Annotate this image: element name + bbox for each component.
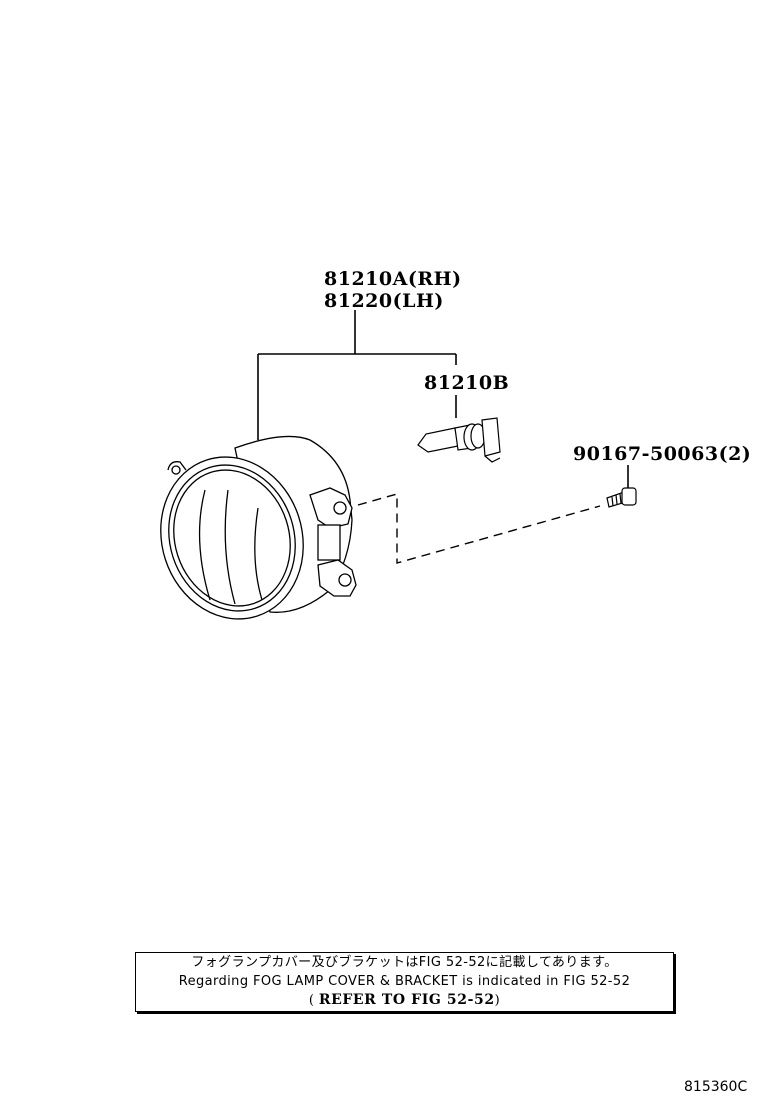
bulb-icon — [417, 417, 501, 463]
leader-lines — [257, 310, 629, 490]
ref-open-paren: ( — [308, 993, 315, 1008]
fog-lamp-icon — [160, 435, 357, 620]
installation-dashed-line — [357, 493, 601, 564]
note-reference-line[interactable]: ( REFER TO FIG 52-52) — [136, 991, 673, 1010]
ref-close-paren: ) — [494, 993, 501, 1008]
part-label-81210b-bulb[interactable]: 81210B — [424, 372, 510, 394]
reference-note-box: フォグランプカバー及びブラケットはFIG 52-52に記載してあります。 Reg… — [135, 952, 674, 1012]
refer-to-fig-link[interactable]: REFER TO FIG 52-52 — [318, 992, 495, 1008]
part-label-90167-50063-bolt[interactable]: 90167-50063(2) — [573, 443, 752, 465]
note-japanese-line: フォグランプカバー及びブラケットはFIG 52-52に記載してあります。 — [191, 955, 618, 970]
part-label-81210a-rh[interactable]: 81210A(RH) — [324, 268, 462, 290]
note-english-line: Regarding FOG LAMP COVER & BRACKET is in… — [178, 974, 631, 989]
part-label-81220-lh[interactable]: 81220(LH) — [324, 290, 444, 312]
figure-id: 815360C — [684, 1079, 748, 1095]
bolt-icon — [606, 487, 637, 508]
